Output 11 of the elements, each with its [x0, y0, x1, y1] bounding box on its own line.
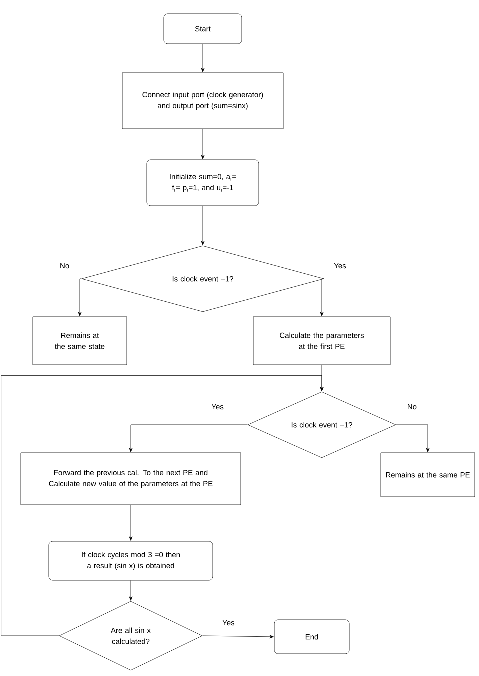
arrow [202, 635, 274, 639]
arrow [129, 505, 133, 541]
arrow [201, 206, 205, 246]
arrow [396, 424, 430, 452]
arrow [1, 376, 324, 636]
arrow [201, 129, 205, 160]
arrow [129, 424, 248, 452]
arrow [129, 580, 133, 601]
arrow [201, 44, 205, 72]
arrow [78, 278, 82, 316]
arrow [320, 278, 324, 316]
